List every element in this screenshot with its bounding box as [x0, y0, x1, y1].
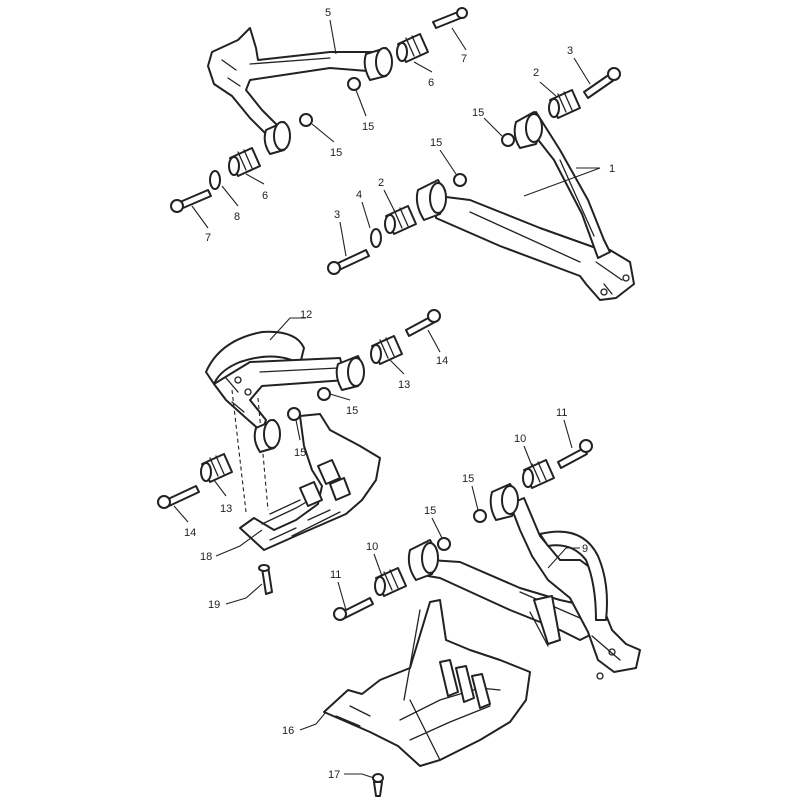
- callout-part-15-b: 15: [330, 147, 342, 159]
- part-15-nut-h: [437, 537, 451, 551]
- callout-part-9: 9: [582, 543, 588, 555]
- callout-part-2-left: 2: [378, 177, 384, 189]
- part-6-bushing-top: [396, 33, 429, 63]
- part-15-nut-e: [317, 387, 331, 401]
- part-14-bolt-top: [405, 309, 441, 337]
- part-19-bolt: [258, 564, 273, 595]
- part-13-bushing-top: [370, 335, 403, 365]
- callout-part-16: 16: [282, 725, 294, 737]
- callout-part-15-c: 15: [472, 107, 484, 119]
- callout-part-11-right: 11: [556, 407, 567, 419]
- callout-part-7-left: 7: [205, 232, 211, 244]
- callout-part-15-h: 15: [424, 505, 436, 517]
- callout-part-3-right: 3: [567, 45, 573, 57]
- callout-part-15-e: 15: [346, 405, 358, 417]
- callout-part-17: 17: [328, 769, 340, 781]
- part-17-bolt: [372, 773, 384, 797]
- leader-lines: [173, 19, 601, 779]
- callout-part-13-top: 13: [398, 379, 410, 391]
- callout-part-6-left: 6: [262, 190, 268, 202]
- part-4-washer: [370, 228, 382, 248]
- callout-part-5: 5: [325, 7, 331, 19]
- callout-part-1: 1: [609, 163, 615, 175]
- part-15-nut-c: [501, 133, 515, 147]
- callout-part-12: 12: [300, 309, 312, 321]
- part-12-upper-arm: [205, 330, 365, 513]
- part-3-bolt-right: [583, 67, 621, 99]
- part-18-skid-plate: [239, 413, 381, 551]
- callout-part-13-left: 13: [220, 503, 232, 515]
- part-2-bushing-left: [384, 205, 417, 235]
- part-15-nut-b: [299, 113, 313, 127]
- part-15-nut-f: [287, 407, 301, 421]
- part-9-lower-arm: [407, 483, 641, 680]
- part-10-bushing-right: [522, 459, 555, 489]
- callout-part-2-right: 2: [533, 67, 539, 79]
- part-11-bolt-left: [333, 597, 374, 621]
- part-10-bushing-left: [374, 567, 407, 597]
- part-5-upper-arm: [207, 27, 393, 155]
- callout-part-18: 18: [200, 551, 212, 563]
- part-7-bolt-top: [432, 7, 468, 29]
- part-15-nut-g: [473, 509, 487, 523]
- part-1-lower-arm: [415, 111, 635, 301]
- part-7-bolt-left: [170, 189, 212, 213]
- callout-part-7-top: 7: [461, 53, 467, 65]
- callout-part-8: 8: [234, 211, 240, 223]
- part-6-bushing-left: [228, 147, 261, 177]
- callout-part-10-right: 10: [514, 433, 526, 445]
- callout-part-15-d: 15: [430, 137, 442, 149]
- callout-part-10-left: 10: [366, 541, 378, 553]
- part-16-skid-plate: [323, 599, 531, 767]
- part-13-bushing-left: [200, 453, 233, 483]
- callout-part-14-left: 14: [184, 527, 196, 539]
- part-15-nut-a: [347, 77, 361, 91]
- callout-part-19: 19: [208, 599, 220, 611]
- part-3-bolt-left: [327, 249, 370, 275]
- part-2-bushing-right: [548, 89, 581, 119]
- callout-part-14-top: 14: [436, 355, 448, 367]
- callout-part-11-left: 11: [330, 569, 341, 581]
- callout-part-4: 4: [356, 189, 362, 201]
- part-14-bolt-left: [157, 485, 200, 509]
- callout-part-15-f: 15: [294, 447, 306, 459]
- callout-part-15-a: 15: [362, 121, 374, 133]
- callout-part-15-g: 15: [462, 473, 474, 485]
- part-15-nut-d: [453, 173, 467, 187]
- callout-part-6-top: 6: [428, 77, 434, 89]
- callout-labels: 1 2 2 3 3 4 5 6 6 7 7 8 9 10 10 11 11 12…: [184, 7, 615, 781]
- callout-part-3-left: 3: [334, 209, 340, 221]
- part-8-washer: [209, 170, 221, 190]
- part-11-bolt-right: [557, 439, 593, 469]
